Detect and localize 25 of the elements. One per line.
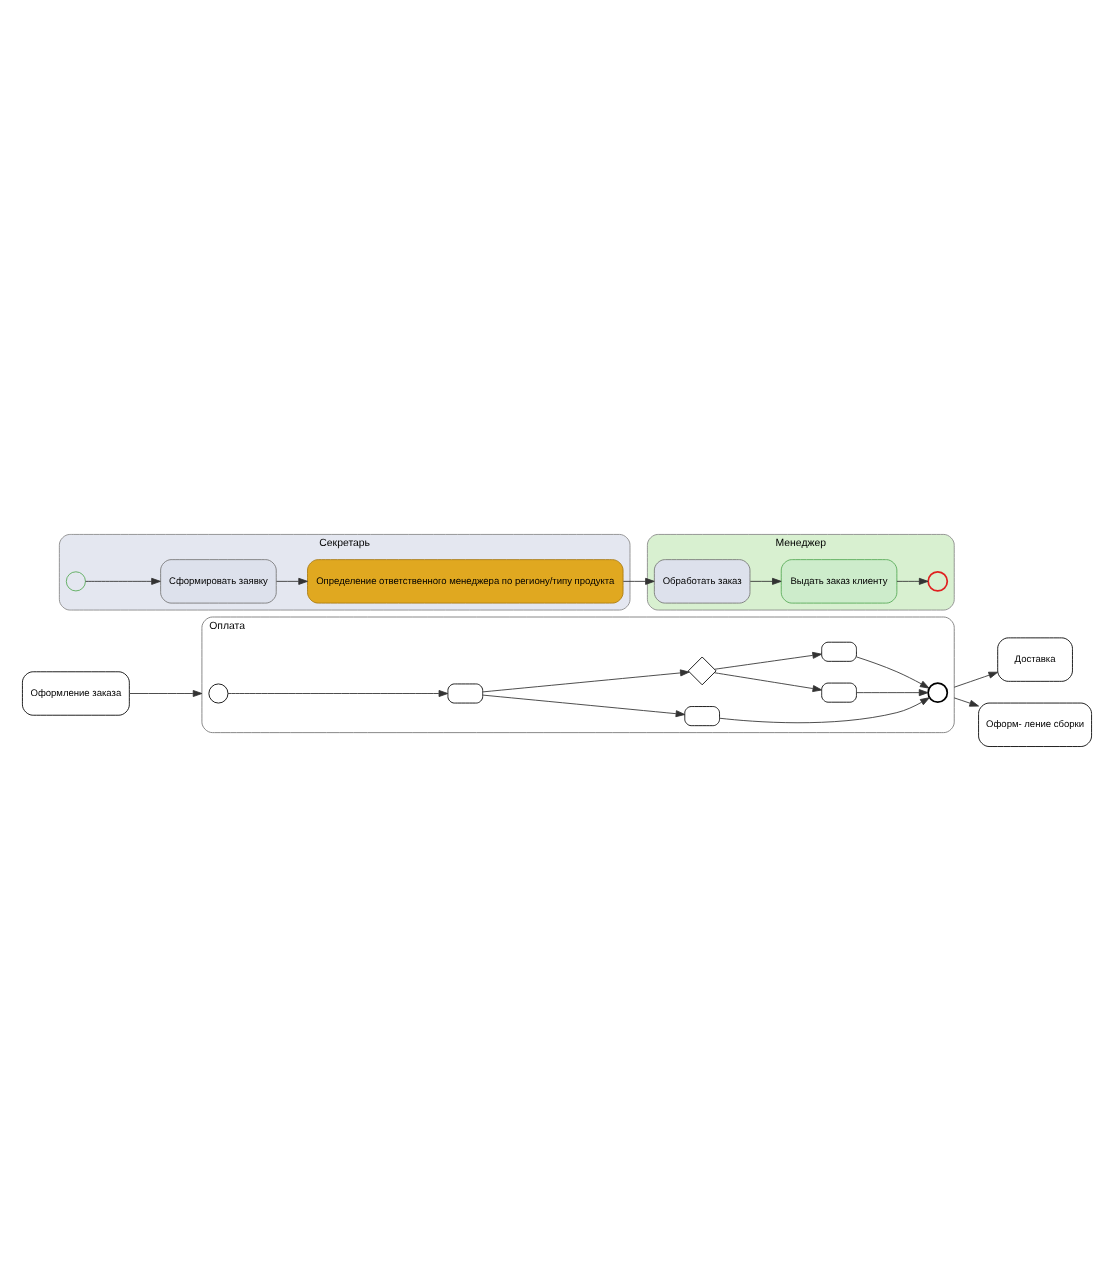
node-circle (927, 569, 949, 591)
node-diamond (687, 655, 717, 685)
arrow (953, 696, 979, 706)
arrow (713, 671, 823, 692)
node-circle (927, 681, 949, 703)
arrow (129, 689, 203, 696)
node-box (821, 681, 857, 702)
node-box (447, 682, 484, 703)
arrow (749, 576, 782, 584)
arrow (482, 693, 686, 717)
arrow (276, 576, 308, 584)
arrow (85, 576, 161, 584)
arrow (622, 576, 655, 584)
arrow (856, 655, 930, 688)
arrow (953, 670, 999, 687)
node-circle (65, 570, 86, 591)
arrow (856, 688, 929, 696)
node-circle (208, 682, 229, 703)
node-box (684, 705, 720, 726)
arrow (482, 668, 690, 692)
arrow (719, 696, 930, 723)
node-box (821, 640, 857, 661)
arrow (714, 650, 822, 669)
arrow (227, 689, 449, 696)
arrow (896, 576, 929, 584)
